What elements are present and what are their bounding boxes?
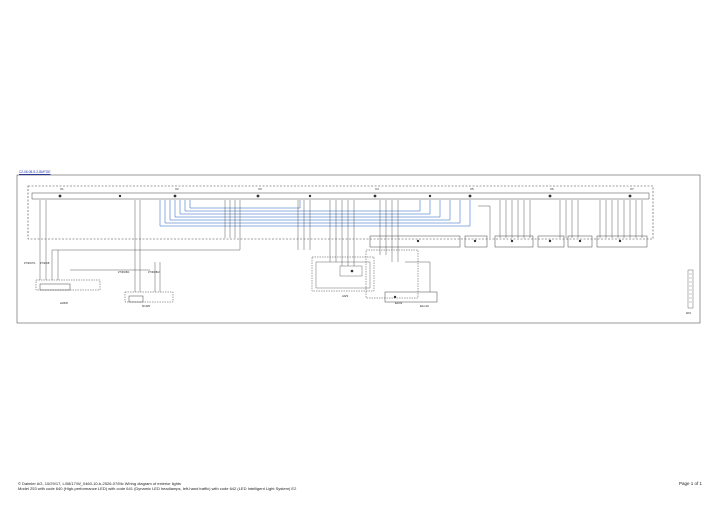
can-bus-wires	[159, 200, 471, 227]
module-tag: X2	[175, 187, 179, 191]
module-tag: X1	[60, 187, 64, 191]
connector-symbols	[58, 194, 632, 198]
module-tag: X4	[375, 187, 379, 191]
component-label: A26/8	[60, 301, 68, 305]
component-n10-6: Z7/36z8/1 Z7/36z8/2 N10/6	[118, 238, 174, 308]
footer-line: Model 253 with code 640 (High-performanc…	[18, 486, 297, 491]
component-a26-8: Z7/36z7/1 Z7/36z8 A26/8	[24, 238, 241, 305]
diagram-reference-link[interactable]: C2-06.08-S-2-BMTGE	[19, 170, 51, 174]
footer-text: © Daimler AG, 10/29/17, L/08/17/W_0460-1…	[18, 481, 296, 491]
output-connector-symbols	[416, 239, 622, 243]
output-connectors	[369, 235, 648, 248]
component-label: E1n10	[420, 304, 429, 308]
wire-bundles	[39, 200, 643, 250]
diagram-frame	[16, 174, 701, 324]
module-tag: X5	[470, 187, 474, 191]
module-tag: X3	[258, 187, 262, 191]
module-tag: X7	[630, 187, 634, 191]
connector-tag: Z7/36z8/1	[118, 270, 130, 274]
component-a9-3: A9/3	[311, 245, 375, 298]
connector-strip	[31, 192, 650, 200]
component-label: A9/3	[342, 294, 349, 298]
module-tag: X6	[550, 187, 554, 191]
module-tags: X1 X2 X3 X4 X5 X6 X7	[60, 187, 634, 191]
component-e1n10: E1n10	[384, 261, 438, 308]
connector-tag: W10	[686, 312, 692, 315]
component-label: E1n9	[395, 301, 402, 305]
component-label: N10/6	[142, 304, 150, 308]
legend-block: W10	[686, 269, 694, 315]
component-e1n9: E1n9	[365, 236, 419, 305]
connector-tag: Z7/36z8/2	[148, 270, 160, 274]
connector-tag: Z7/36z8	[40, 261, 50, 265]
connector-tag: Z7/36z7/1	[24, 261, 36, 265]
page-number: Page 1 of 1	[679, 481, 703, 486]
control-unit-box	[27, 185, 654, 240]
footer-line: © Daimler AG, 10/29/17, L/08/17/W_0460-1…	[18, 481, 182, 486]
